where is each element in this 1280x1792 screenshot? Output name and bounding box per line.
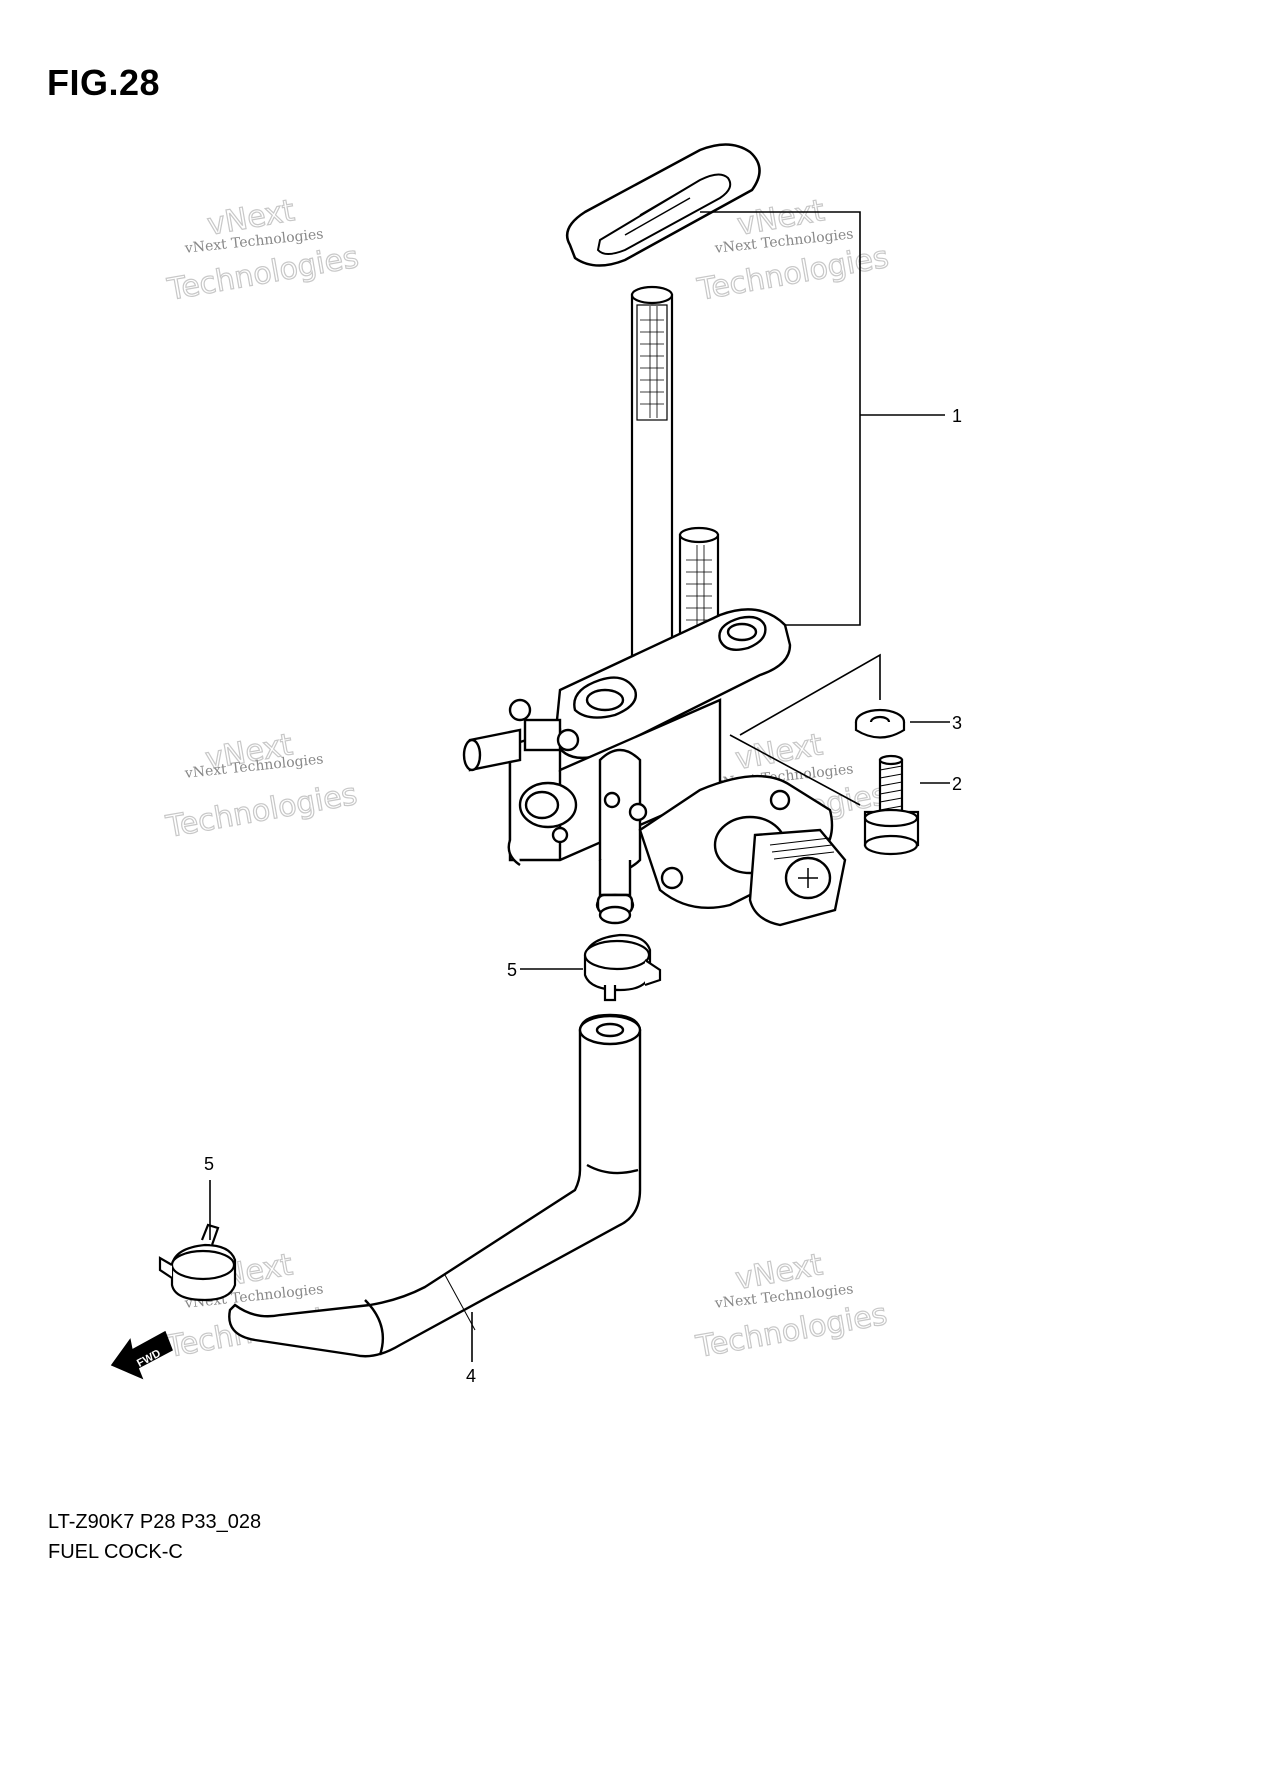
callout-5-upper: 5 [507, 960, 517, 980]
assembly-name: FUEL COCK-C [48, 1541, 183, 1563]
hose-clamp-upper [583, 933, 662, 1002]
fuel-cock-lever [638, 775, 847, 927]
fuel-hose [228, 1013, 642, 1358]
callout-4: 4 [466, 1366, 476, 1386]
hose-clamp-lower [158, 1223, 237, 1302]
forward-direction-arrow: FWD [110, 1330, 173, 1380]
callout-1-bracket [700, 211, 945, 626]
gasket [565, 143, 761, 267]
model-code: LT-Z90K7 P28 P33_028 [48, 1511, 262, 1533]
screw [863, 754, 920, 856]
svg-text:Technologies: Technologies [163, 777, 360, 845]
figure-title: FIG.28 [47, 62, 161, 103]
fastener-leader [729, 653, 881, 806]
fuel-pickup-tube-long [630, 285, 674, 692]
callout-3: 3 [952, 713, 962, 733]
callout-5-lower: 5 [204, 1154, 214, 1174]
callout-1: 1 [952, 406, 962, 426]
washer [854, 708, 906, 739]
watermark-mid-left: Technologies vNext [162, 727, 360, 846]
fuel-cock-body [462, 608, 792, 925]
callout-2: 2 [952, 774, 962, 794]
